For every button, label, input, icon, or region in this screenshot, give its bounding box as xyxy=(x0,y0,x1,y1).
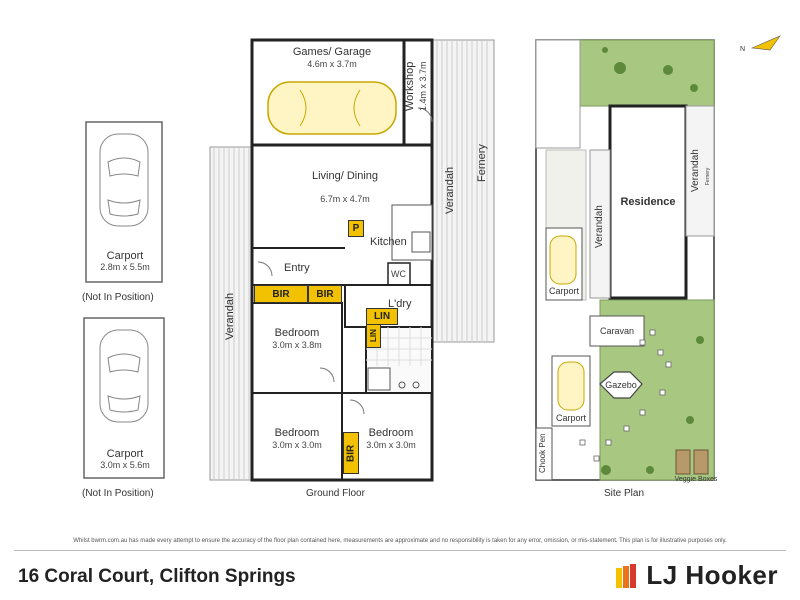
car-icon xyxy=(267,81,397,135)
games-garage-dims: 4.6m x 3.7m xyxy=(307,59,357,69)
north-arrow-icon xyxy=(750,35,781,51)
games-garage-name: Games/ Garage xyxy=(292,46,372,58)
carport-top-note: (Not In Position) xyxy=(82,292,154,303)
verandah-right xyxy=(431,39,495,343)
site-verandah-a xyxy=(589,149,611,299)
site-verandah-b-label: Verandah xyxy=(690,149,701,193)
site-verandah-a-label: Verandah xyxy=(594,205,605,249)
workshop-room xyxy=(402,38,434,147)
carport-top-outline xyxy=(85,121,163,283)
verandah-left xyxy=(209,146,253,481)
fernery-label: Fernery xyxy=(476,144,488,182)
lin-tag: LIN xyxy=(366,324,381,348)
residence-label: Residence xyxy=(620,196,676,208)
carport-top-dims: 2.8m x 5.5m xyxy=(100,262,150,272)
living-dims: 6.7m x 4.7m xyxy=(320,194,370,204)
verandah-left-label: Verandah xyxy=(224,292,236,340)
gazebo-label: Gazebo xyxy=(605,380,637,390)
pantry-tag: P xyxy=(348,220,364,237)
stove xyxy=(411,231,431,253)
bir-tag: BIR xyxy=(308,285,342,303)
veggie-boxes-label: Veggie Boxes xyxy=(674,476,718,483)
disclaimer-text: Whilst bwrm.com.au has made every attemp… xyxy=(73,538,727,544)
shower xyxy=(367,367,391,391)
car-icon xyxy=(99,133,149,227)
wc-room xyxy=(387,262,411,286)
residence-block xyxy=(608,104,688,300)
kitchen-name: Kitchen xyxy=(370,236,407,248)
workshop-name: Workshop xyxy=(404,61,416,111)
bedroom-3-dims: 3.0m x 3.0m xyxy=(366,440,416,450)
carport-bottom-outline xyxy=(83,317,165,479)
bedroom-1-name: Bedroom xyxy=(274,327,320,339)
brand-name: LJ Hooker xyxy=(646,560,778,590)
site-fernery-label: Fernery xyxy=(705,167,711,185)
caravan-label: Caravan xyxy=(599,326,635,336)
chook-pen-label: Chook Pen xyxy=(538,433,547,473)
bedroom-1-dims: 3.0m x 3.8m xyxy=(272,340,322,350)
carport-bottom-note: (Not In Position) xyxy=(82,488,154,499)
site-plan-title: Site Plan xyxy=(604,488,645,499)
carport-bottom-name: Carport xyxy=(106,448,144,460)
garden-top xyxy=(579,39,715,107)
north-label: N xyxy=(740,46,746,53)
bedroom-2-name: Bedroom xyxy=(274,427,320,439)
veggie-box xyxy=(693,449,709,475)
lin-tag: LIN xyxy=(366,308,398,325)
site-carport-a-label: Carport xyxy=(548,286,579,296)
bedroom-2-dims: 3.0m x 3.0m xyxy=(272,440,322,450)
carport-top-name: Carport xyxy=(106,250,144,262)
divider xyxy=(14,550,786,551)
living-name: Living/ Dining xyxy=(311,170,379,182)
laundry-name: L'dry xyxy=(388,298,412,310)
car-icon xyxy=(99,329,149,423)
wc-name: WC xyxy=(391,269,406,279)
veggie-box xyxy=(675,449,691,475)
brand-logo: LJ Hooker xyxy=(616,560,778,591)
bir-tag: BIR xyxy=(254,285,308,303)
entry-name: Entry xyxy=(284,262,310,274)
site-carport-b-label: Carport xyxy=(555,413,586,423)
site-verandah-b xyxy=(685,105,715,237)
gazebo-shape xyxy=(599,371,643,399)
floorplan-canvas xyxy=(83,35,781,482)
bir-tag: BIR xyxy=(343,432,359,474)
property-address: 16 Coral Court, Clifton Springs xyxy=(18,566,296,587)
workshop-dims: 1.4m x 3.7m xyxy=(418,61,428,111)
ground-floor-title: Ground Floor xyxy=(306,488,365,499)
lj-hooker-logo-icon xyxy=(616,563,637,588)
carport-bottom-dims: 3.0m x 5.6m xyxy=(100,460,150,470)
chook-pen xyxy=(535,427,553,481)
bedroom-3-name: Bedroom xyxy=(368,427,414,439)
verandah-right-label: Verandah xyxy=(444,166,456,214)
garden-left xyxy=(535,39,581,149)
caravan-block xyxy=(589,315,645,347)
